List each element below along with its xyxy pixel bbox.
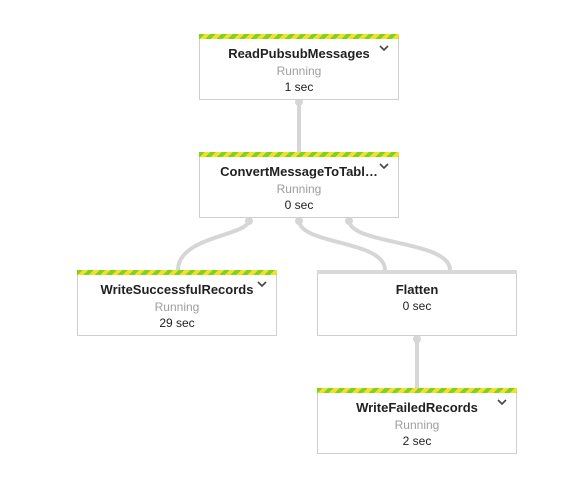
step-duration: 0 sec <box>284 198 314 212</box>
step-status: Running <box>276 182 322 196</box>
step-duration: 2 sec <box>402 434 432 448</box>
step-duration: 1 sec <box>284 80 314 94</box>
port-convert-out-2 <box>295 217 303 225</box>
step-node-write-successful-records[interactable]: WriteSuccessfulRecords Running 29 sec <box>77 270 277 336</box>
step-name: WriteFailedRecords <box>356 400 478 415</box>
running-status-stripe <box>77 270 277 275</box>
edge-convert-to-flatten-b <box>347 218 452 272</box>
step-name: ConvertMessageToTabl… <box>220 164 378 179</box>
step-node-read-pubsub-messages[interactable]: ReadPubsubMessages Running 1 sec <box>199 34 399 100</box>
node-top-border <box>317 270 517 274</box>
chevron-down-icon[interactable] <box>496 396 508 408</box>
running-status-stripe <box>199 34 399 39</box>
chevron-down-icon[interactable] <box>378 42 390 54</box>
step-status: Running <box>394 418 440 432</box>
step-name: ReadPubsubMessages <box>228 46 370 61</box>
step-node-flatten[interactable]: Flatten 0 sec <box>317 270 517 336</box>
step-status: Running <box>276 64 322 78</box>
port-convert-out-1 <box>245 217 253 225</box>
step-node-write-failed-records[interactable]: WriteFailedRecords Running 2 sec <box>317 388 517 454</box>
step-duration: 29 sec <box>159 316 195 330</box>
step-name: WriteSuccessfulRecords <box>100 282 254 297</box>
edge-convert-to-flatten-a <box>297 218 387 272</box>
step-node-convert-message-to-table[interactable]: ConvertMessageToTabl… Running 0 sec <box>199 152 399 218</box>
chevron-down-icon[interactable] <box>256 278 268 290</box>
port-flatten-out <box>413 335 421 343</box>
running-status-stripe <box>317 388 517 393</box>
port-convert-out-3 <box>345 217 353 225</box>
step-status: Running <box>154 300 200 314</box>
step-name: Flatten <box>395 282 439 297</box>
running-status-stripe <box>199 152 399 157</box>
chevron-down-icon[interactable] <box>378 160 390 172</box>
edge-convert-to-write-success <box>176 218 251 272</box>
step-duration: 0 sec <box>402 299 432 313</box>
port-read-out <box>295 98 303 106</box>
